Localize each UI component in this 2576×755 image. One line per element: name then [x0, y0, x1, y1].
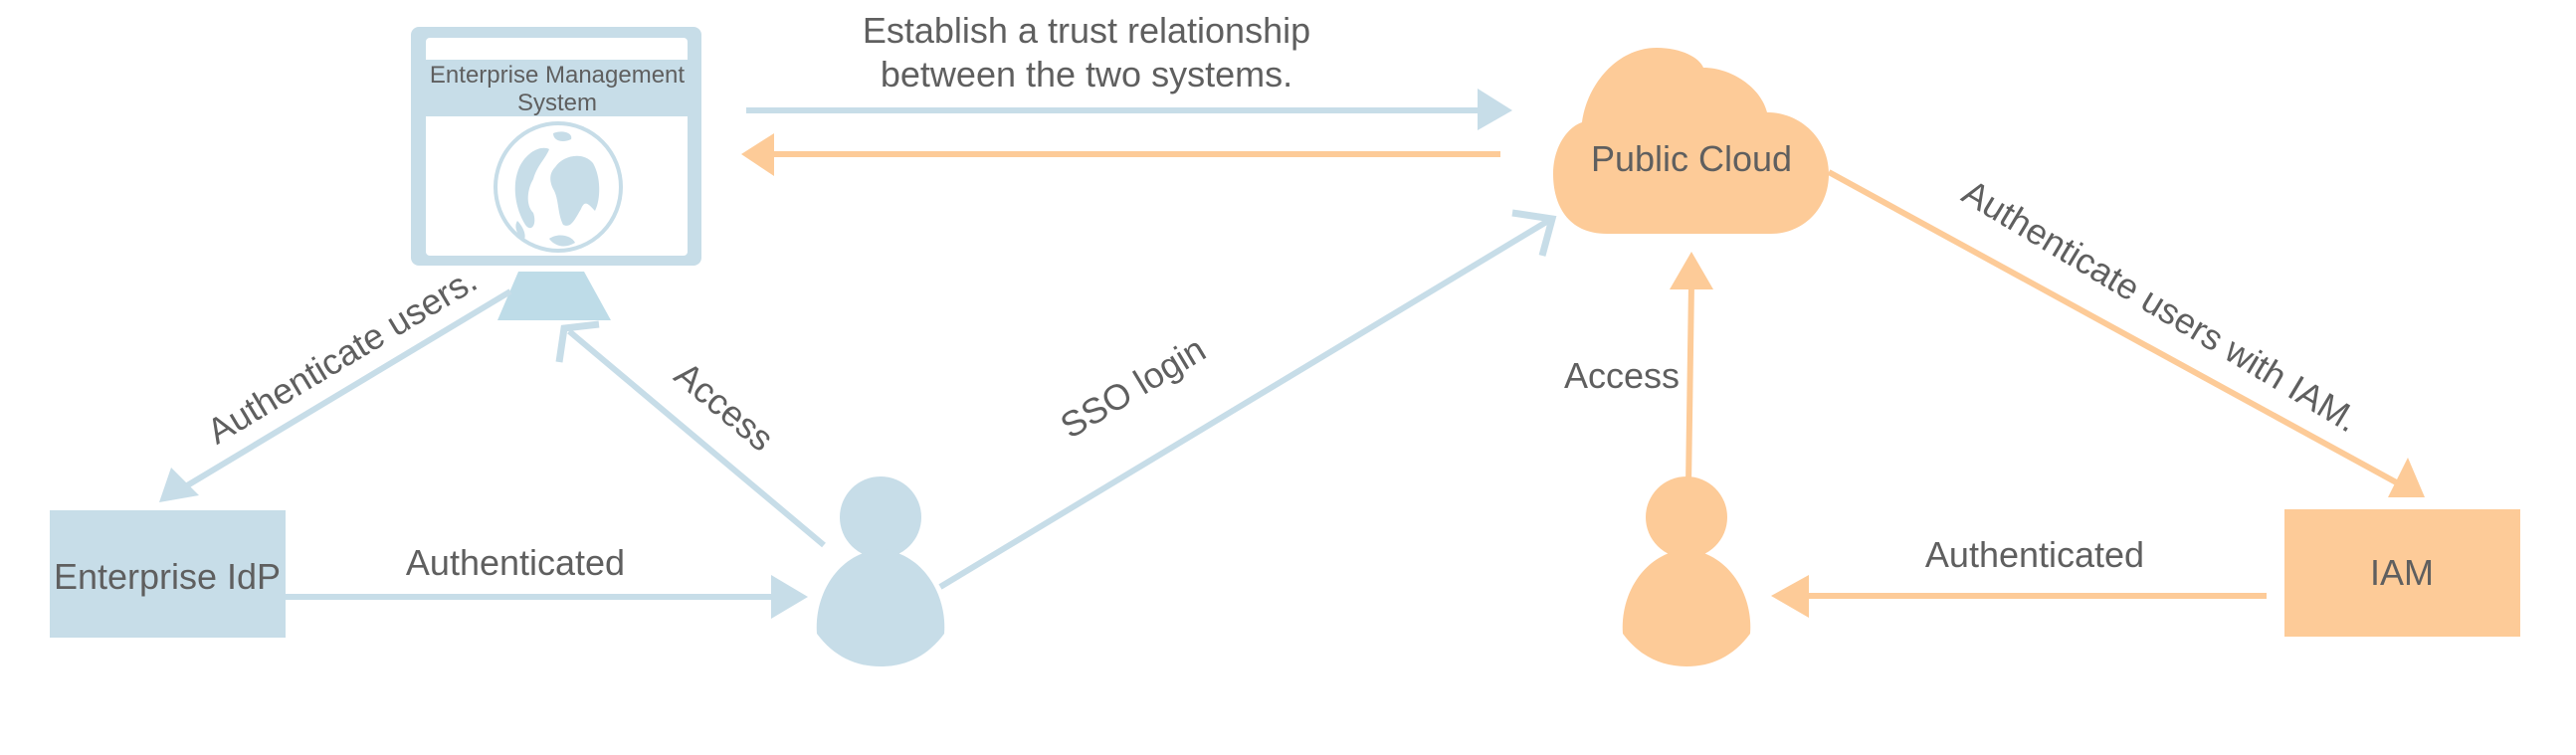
enterprise-user[interactable] — [816, 476, 945, 666]
authenticated-right-arrowhead — [1771, 575, 1809, 618]
access-ems-line — [567, 328, 826, 548]
sso-login-label: SSO login — [1054, 328, 1213, 447]
trust-arrow-to-ems-head — [741, 133, 774, 176]
access-cloud-edge: Access — [1564, 252, 1713, 486]
enterprise-idp-node[interactable]: Enterprise IdP — [50, 510, 286, 638]
access-ems-edge: Access — [555, 320, 826, 548]
public-cloud-node[interactable]: Public Cloud — [1553, 48, 1829, 234]
authenticated-left-arrowhead — [771, 575, 808, 619]
authenticate-users-label: Authenticate users. — [200, 259, 484, 452]
globe-icon — [494, 121, 623, 253]
authenticated-right-edge: Authenticated — [1771, 534, 2267, 618]
monitor-title-band — [426, 60, 688, 116]
ems-label-line2: System — [517, 90, 597, 116]
access-cloud-label: Access — [1564, 355, 1680, 396]
iam-box — [2284, 509, 2520, 637]
access-ems-arrowhead — [555, 320, 600, 363]
iam-label: IAM — [2370, 552, 2434, 593]
access-cloud-arrowhead — [1670, 252, 1713, 289]
enterprise-idp-label: Enterprise IdP — [54, 556, 281, 597]
monitor-stand — [497, 272, 611, 320]
trust-relationship-edge: Establish a trust relationship between t… — [741, 10, 1512, 176]
authenticate-iam-label: Authenticate users with IAM. — [1955, 171, 2365, 440]
access-cloud-line — [1685, 283, 1694, 486]
user-icon — [816, 476, 945, 666]
authenticate-iam-arrowhead — [2388, 458, 2425, 497]
authenticate-iam-edge: Authenticate users with IAM. — [1827, 169, 2425, 497]
authenticate-users-line — [182, 288, 512, 490]
authenticate-users-arrowhead — [159, 468, 199, 502]
enterprise-idp-box — [50, 510, 286, 638]
iam-node[interactable]: IAM — [2284, 509, 2520, 637]
sso-login-line — [938, 218, 1550, 590]
trust-label-line2: between the two systems. — [881, 54, 1292, 94]
authenticate-iam-line — [1827, 169, 2402, 487]
authenticated-left-edge: Authenticated — [286, 542, 808, 619]
cloud-user[interactable] — [1622, 476, 1751, 666]
sso-login-arrowhead — [1511, 209, 1557, 257]
access-ems-label: Access — [667, 353, 781, 459]
trust-arrow-to-cloud-head — [1478, 89, 1512, 130]
sso-login-edge: SSO login — [938, 209, 1557, 590]
trust-label-line1: Establish a trust relationship — [863, 10, 1310, 51]
public-cloud-label: Public Cloud — [1591, 138, 1792, 179]
ems-label-line1: Enterprise Management — [430, 62, 685, 89]
authenticated-left-label: Authenticated — [406, 542, 625, 583]
cloud-icon — [1553, 48, 1829, 234]
user-icon — [1622, 476, 1751, 666]
authenticate-users-edge: Authenticate users. — [159, 259, 512, 502]
enterprise-management-system-node[interactable]: Enterprise Management System — [411, 27, 701, 320]
authenticated-right-label: Authenticated — [1925, 534, 2144, 575]
